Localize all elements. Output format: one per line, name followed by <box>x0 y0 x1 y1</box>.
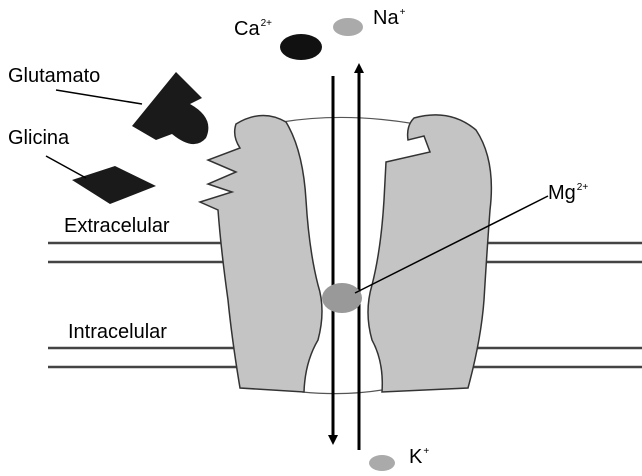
extracellular-label: Extracelular <box>64 216 170 236</box>
potassium-label-base: K <box>409 446 422 468</box>
magnesium-label-charge: 2+ <box>577 182 588 193</box>
intracellular-label: Intracelular <box>68 322 167 342</box>
sodium-label-base: Na <box>373 7 399 29</box>
glutamate-ligand <box>132 72 208 144</box>
calcium-ion <box>280 34 322 60</box>
glutamate-label: Glutamato <box>8 66 100 86</box>
glycine-label: Glicina <box>8 128 69 148</box>
potassium-ion <box>369 455 395 471</box>
sodium-label: Na+ <box>373 8 405 28</box>
potassium-label: K+ <box>409 447 429 467</box>
glycine-ligand <box>72 166 156 204</box>
glutamate-pointer <box>56 90 142 104</box>
calcium-label: Ca2+ <box>234 19 272 39</box>
magnesium-label-base: Mg <box>548 182 576 204</box>
magnesium-label: Mg2+ <box>548 183 588 203</box>
potassium-label-charge: + <box>423 446 429 457</box>
calcium-label-charge: 2+ <box>261 18 272 29</box>
sodium-ion <box>333 18 363 36</box>
magnesium-block <box>322 283 362 313</box>
calcium-label-base: Ca <box>234 18 260 40</box>
sodium-label-charge: + <box>400 7 406 18</box>
glycine-pointer <box>46 156 86 178</box>
